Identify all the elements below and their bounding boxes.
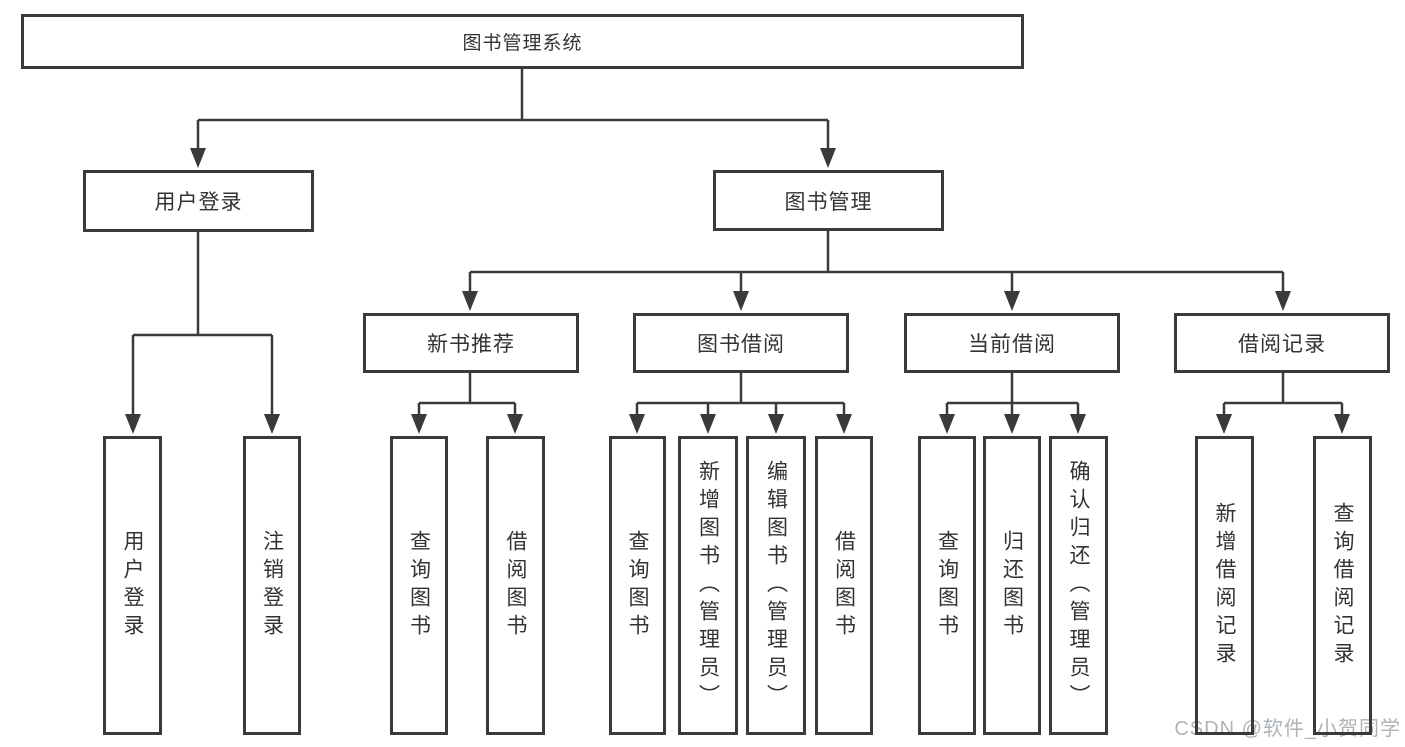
leaf-return-books: 归还图书 — [983, 436, 1041, 735]
node-label: 新书推荐 — [427, 333, 515, 356]
node-book-borrowing: 图书借阅 — [633, 313, 849, 373]
node-borrowing-records: 借阅记录 — [1174, 313, 1390, 373]
node-book-management: 图书管理 — [713, 170, 944, 231]
leaf-borrow-books-recommend: 借阅图书 — [486, 436, 545, 735]
node-label: 借阅图书 — [832, 529, 856, 642]
node-current-borrowing: 当前借阅 — [904, 313, 1120, 373]
node-label: 查询借阅记录 — [1331, 501, 1354, 670]
leaf-query-books-recommend: 查询图书 — [390, 436, 448, 735]
node-label: 图书借阅 — [697, 333, 785, 356]
leaf-borrow-books: 借阅图书 — [815, 436, 873, 735]
node-label: 编辑图书（管理员） — [764, 459, 788, 712]
node-label: 用户登录 — [154, 191, 243, 214]
node-label: 查询图书 — [626, 529, 649, 642]
leaf-user-login: 用户登录 — [103, 436, 162, 735]
node-label: 新增借阅记录 — [1213, 501, 1236, 670]
node-label: 借阅记录 — [1238, 333, 1326, 356]
leaf-confirm-return-admin: 确认归还（管理员） — [1049, 436, 1108, 735]
leaf-query-books-borrowing: 查询图书 — [609, 436, 666, 735]
leaf-query-borrow-record: 查询借阅记录 — [1313, 436, 1372, 735]
node-label: 归还图书 — [1000, 529, 1024, 642]
node-user-login-group: 用户登录 — [83, 170, 314, 232]
node-label: 确认归还（管理员） — [1067, 459, 1090, 712]
csdn-watermark: CSDN @软件_小贺同学 — [1174, 718, 1401, 740]
leaf-query-books-current: 查询图书 — [918, 436, 976, 735]
leaf-add-books-admin: 新增图书（管理员） — [678, 436, 738, 735]
leaf-logout: 注销登录 — [243, 436, 301, 735]
node-label: 查询图书 — [407, 529, 431, 642]
node-label: 当前借阅 — [968, 333, 1056, 356]
node-label: 新增图书（管理员） — [696, 459, 720, 712]
node-label: 图书管理系统 — [462, 33, 583, 54]
leaf-add-borrow-record: 新增借阅记录 — [1195, 436, 1254, 735]
node-label: 注销登录 — [260, 529, 284, 642]
node-label: 用户登录 — [121, 529, 144, 642]
leaf-edit-books-admin: 编辑图书（管理员） — [746, 436, 806, 735]
node-library-management-system: 图书管理系统 — [21, 14, 1024, 69]
node-label: 借阅图书 — [504, 529, 527, 642]
node-label: 查询图书 — [935, 529, 959, 642]
node-new-book-recommend: 新书推荐 — [363, 313, 579, 373]
node-label: 图书管理 — [784, 190, 873, 214]
